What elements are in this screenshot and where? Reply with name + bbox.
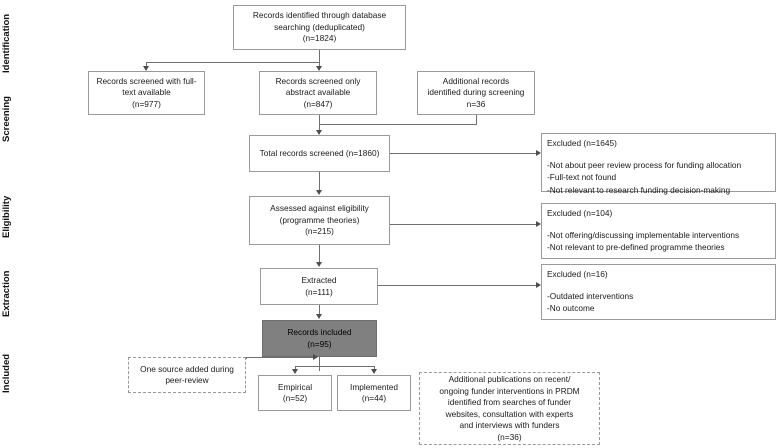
arrow-down-icon [315, 314, 322, 319]
node-line: ongoing funder interventions in PRDM [439, 385, 580, 396]
arrow-down-icon [315, 190, 322, 195]
connector-vertical [246, 357, 247, 359]
node-count: (n=215) [305, 226, 334, 237]
node-extracted: Extracted (n=111) [260, 268, 378, 305]
connector-vertical [319, 62, 320, 68]
node-line: Additional publications on recent/ [448, 374, 571, 384]
node-line: abstract available [285, 87, 351, 98]
node-line: identified during screening [427, 87, 525, 98]
arrow-down-icon [370, 369, 377, 374]
node-line: peer-review [165, 375, 209, 385]
excluded-reason: -No outcome [547, 303, 595, 313]
excluded-heading: Excluded (n=1645) [547, 138, 617, 148]
arrow-right-icon [536, 281, 541, 288]
stage-label-screening: Screening [1, 96, 12, 142]
node-line: Records included [287, 327, 352, 337]
node-assessed-against-eligibility: Assessed against eligibility (programme … [249, 196, 390, 245]
node-records-screened-abstract: Records screened only abstract available… [259, 71, 377, 115]
node-line: Empirical [277, 381, 313, 392]
node-line: Total records screened (n=1860) [259, 147, 380, 158]
node-line: Additional records [442, 75, 510, 86]
connector-vertical [374, 366, 375, 371]
excluded-reason: -Not about peer review process for fundi… [547, 159, 742, 170]
node-count: (n=44) [361, 393, 387, 403]
connector-vertical [319, 357, 320, 371]
node-additional-publications: Additional publications on recent/ ongoi… [419, 372, 600, 445]
node-line: Records identified through database [252, 10, 387, 21]
stage-label-included: Included [1, 353, 12, 393]
node-line: text available [122, 87, 171, 98]
node-records-identified-database: Records identified through database sear… [233, 5, 406, 50]
connector-horizontal [295, 366, 375, 367]
node-count: (n=95) [307, 338, 332, 349]
node-line: Implemented [350, 381, 398, 392]
node-total-records-screened: Total records screened (n=1860) [249, 135, 390, 172]
stage-label-eligibility: Eligibility [1, 195, 12, 239]
node-records-included: Records included (n=95) [262, 320, 377, 357]
connector-vertical [319, 305, 320, 314]
arrow-down-icon [291, 369, 298, 374]
connector-vertical [319, 172, 320, 190]
node-line: and interviews with funders [459, 420, 560, 430]
node-count: (n=1824) [302, 33, 337, 44]
node-line: Extracted [301, 275, 337, 285]
excluded-reason: -Not relevant to pre-defined programme t… [547, 242, 725, 252]
arrow-down-icon [142, 66, 149, 71]
excluded-reason: -Full-text not found [547, 172, 617, 182]
arrow-right-icon [536, 220, 541, 227]
excluded-heading: Excluded (n=16) [547, 269, 608, 279]
arrow-down-icon [315, 130, 322, 135]
node-count: (n=36) [497, 431, 522, 442]
node-count: (n=847) [303, 98, 333, 109]
connector-vertical [295, 366, 296, 371]
excluded-heading: Excluded (n=104) [547, 208, 613, 218]
node-empirical: Empirical (n=52) [258, 375, 332, 411]
arrow-right-icon [536, 149, 541, 156]
node-line: searching (deduplicated) [274, 21, 365, 32]
connector-vertical [319, 50, 320, 63]
arrow-down-icon [315, 66, 322, 71]
node-line: websites, consultation with experts [445, 408, 574, 419]
node-peer-review-source: One source added during peer-review [128, 357, 246, 393]
node-count: (n=111) [305, 286, 333, 297]
node-line: Records screened only [275, 75, 361, 86]
excluded-box-eligibility: Excluded (n=104) -Not offering/discussin… [541, 203, 776, 259]
excluded-reason: -Outdated interventions [547, 290, 634, 301]
connector-vertical [476, 115, 477, 125]
connector-horizontal [378, 285, 538, 286]
excluded-box-screening: Excluded (n=1645) -Not about peer review… [541, 133, 776, 195]
node-records-screened-fulltext: Records screened with full- text availab… [88, 71, 205, 115]
node-line: One source added during [140, 363, 234, 374]
connector-horizontal [246, 357, 316, 358]
node-line: Records screened with full- [96, 75, 197, 86]
arrow-right-icon [313, 353, 318, 360]
node-line: (programme theories) [279, 214, 360, 225]
connector-horizontal [319, 124, 477, 125]
node-line: identified from searches of funder [447, 397, 572, 407]
node-additional-records-screening: Additional records identified during scr… [417, 71, 535, 115]
stage-label-identification: Identification [1, 13, 12, 73]
connector-horizontal [390, 224, 538, 225]
node-count: (n=977) [132, 98, 161, 109]
excluded-reason: -Not relevant to research funding decisi… [547, 184, 731, 195]
connector-horizontal [390, 153, 538, 154]
stage-label-extraction: Extraction [1, 270, 12, 318]
node-line: Assessed against eligibility [270, 203, 369, 214]
node-count: n=36 [466, 98, 486, 109]
arrow-down-icon [315, 262, 322, 267]
connector-vertical [319, 245, 320, 262]
connector-horizontal [146, 62, 320, 63]
connector-vertical [146, 62, 147, 68]
excluded-box-extraction: Excluded (n=16) -Outdated interventions … [541, 264, 776, 320]
node-implemented: Implemented (n=44) [337, 375, 411, 411]
excluded-reason: -Not offering/discussing implementable i… [547, 229, 740, 240]
node-count: (n=52) [282, 393, 308, 403]
